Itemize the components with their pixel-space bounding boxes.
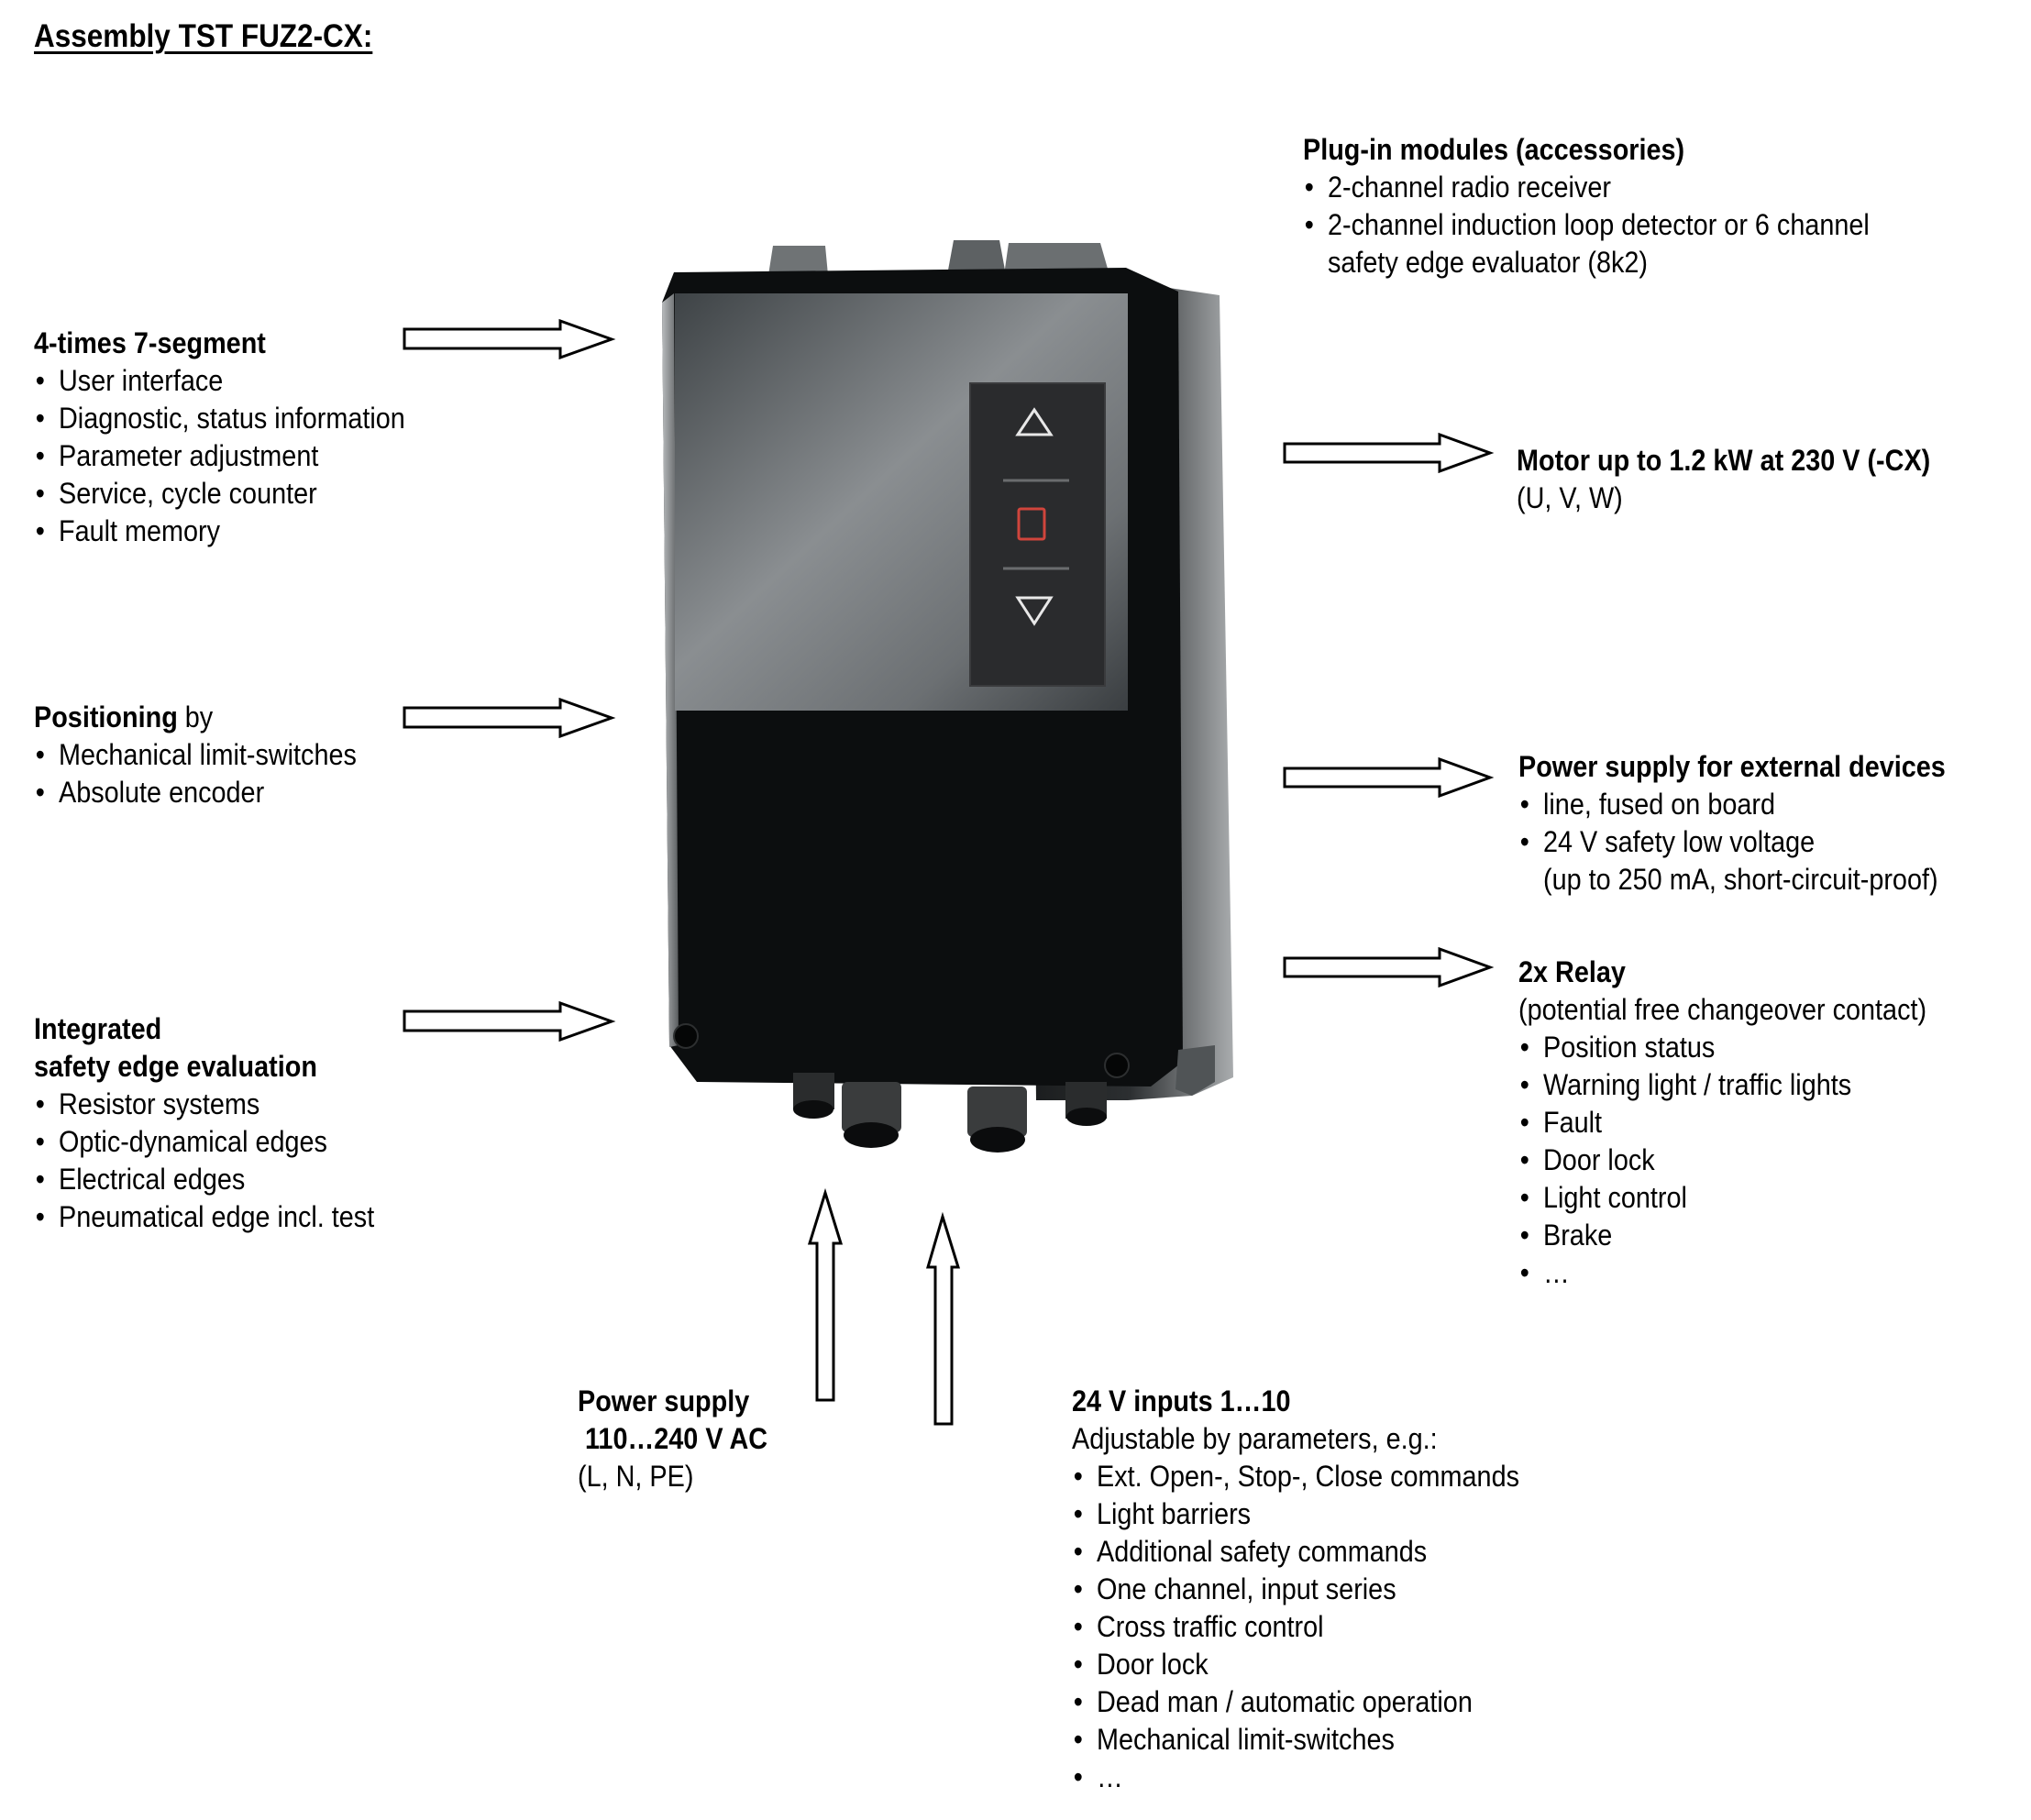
motor-block: Motor up to 1.2 kW at 230 V (-CX) (U, V,… — [1517, 442, 1930, 517]
arrow-right-icon — [1283, 432, 1495, 474]
list-item: Absolute encoder — [34, 774, 357, 811]
relay-block: 2x Relay (potential free changeover cont… — [1518, 954, 1926, 1292]
list-item: … — [1072, 1759, 1519, 1796]
list-item: Fault — [1518, 1104, 1926, 1142]
list-item: Warning light / traffic lights — [1518, 1066, 1926, 1104]
list-item: Position status — [1518, 1029, 1926, 1066]
down-arrow-key[interactable] — [1015, 596, 1054, 626]
inputs-heading: 24 V inputs 1…10 — [1072, 1384, 1291, 1417]
external-power-block: Power supply for external devices line, … — [1518, 748, 1946, 899]
list-item: … — [1518, 1254, 1926, 1292]
list-item: Electrical edges — [34, 1161, 374, 1198]
arrow-up-icon — [807, 1187, 844, 1402]
arrow-right-icon — [403, 1000, 616, 1042]
arrow-right-icon — [1283, 946, 1495, 988]
arrow-right-icon — [1283, 756, 1495, 799]
list-item: Pneumatical edge incl. test — [34, 1198, 374, 1236]
list-item: line, fused on board — [1518, 786, 1946, 823]
inputs-subheading: Adjustable by parameters, e.g.: — [1072, 1422, 1438, 1455]
positioning-block: Positioning by Mechanical limit-switches… — [34, 699, 357, 811]
page-title: Assembly TST FUZ2-CX: — [34, 18, 373, 54]
mounting-bracket — [1176, 1045, 1215, 1096]
list-item: Light control — [1518, 1179, 1926, 1217]
plugin-modules-heading: Plug-in modules (accessories) — [1303, 133, 1685, 166]
list-item: Mechanical limit-switches — [34, 736, 357, 774]
list-item: Door lock — [1518, 1142, 1926, 1179]
mains-power-heading-line2: 110…240 V AC — [578, 1422, 768, 1455]
positioning-heading-suffix: by — [177, 700, 214, 734]
list-item: Light barriers — [1072, 1495, 1519, 1533]
stop-key[interactable] — [1017, 507, 1046, 541]
list-item: Service, cycle counter — [34, 475, 405, 513]
list-item-continuation: (up to 250 mA, short-circuit-proof) — [1543, 863, 1938, 896]
list-item: Fault memory — [34, 513, 405, 550]
list-item: Diagnostic, status information — [34, 400, 405, 437]
inputs-block: 24 V inputs 1…10 Adjustable by parameter… — [1072, 1383, 1519, 1796]
list-item: One channel, input series — [1072, 1571, 1519, 1608]
list-item: User interface — [34, 362, 405, 400]
list-item: Additional safety commands — [1072, 1533, 1519, 1571]
cable-glands — [793, 1073, 1107, 1153]
relay-heading: 2x Relay — [1518, 955, 1626, 988]
list-item: Parameter adjustment — [34, 437, 405, 475]
list-item: Ext. Open-, Stop-, Close commands — [1072, 1458, 1519, 1495]
positioning-heading: Positioning — [34, 700, 178, 734]
list-item: 2-channel radio receiver — [1303, 169, 1870, 206]
list-item: 2-channel induction loop detector or 6 c… — [1303, 206, 1870, 244]
list-item: Optic-dynamical edges — [34, 1123, 374, 1161]
up-arrow-key[interactable] — [1015, 407, 1054, 436]
arrow-right-icon — [403, 697, 616, 739]
arrow-up-icon — [926, 1211, 961, 1426]
screw-icon — [673, 1023, 699, 1049]
safety-edge-heading-line2: safety edge evaluation — [34, 1050, 317, 1083]
plugin-modules-block: Plug-in modules (accessories) 2-channel … — [1303, 131, 1870, 281]
list-item: Cross traffic control — [1072, 1608, 1519, 1646]
list-item: Door lock — [1072, 1646, 1519, 1683]
keypad — [969, 382, 1106, 687]
list-item: Brake — [1518, 1217, 1926, 1254]
display-block: 4-times 7-segment User interface Diagnos… — [34, 325, 405, 550]
list-item: Dead man / automatic operation — [1072, 1683, 1519, 1721]
safety-edge-heading-line1: Integrated — [34, 1012, 162, 1045]
display-heading: 4-times 7-segment — [34, 326, 266, 359]
list-item: 24 V safety low voltage — [1518, 823, 1946, 861]
arrow-right-icon — [403, 318, 616, 360]
screw-icon — [1104, 1053, 1130, 1078]
relay-subheading: (potential free changeover contact) — [1518, 993, 1927, 1026]
mains-power-block: Power supply 110…240 V AC (L, N, PE) — [578, 1383, 767, 1495]
housing-left-edge — [662, 293, 679, 1047]
top-connectors — [768, 240, 1109, 275]
safety-edge-block: Integrated safety edge evaluation Resist… — [34, 1010, 374, 1236]
mains-power-conductors: (L, N, PE) — [578, 1460, 694, 1493]
list-item: Resistor systems — [34, 1086, 374, 1123]
external-power-heading: Power supply for external devices — [1518, 750, 1946, 783]
mains-power-heading-line1: Power supply — [578, 1384, 750, 1417]
list-item: Mechanical limit-switches — [1072, 1721, 1519, 1759]
motor-phases: (U, V, W) — [1517, 481, 1623, 514]
list-item-continuation: safety edge evaluator (8k2) — [1328, 246, 1649, 279]
motor-heading: Motor up to 1.2 kW at 230 V (-CX) — [1517, 444, 1931, 477]
